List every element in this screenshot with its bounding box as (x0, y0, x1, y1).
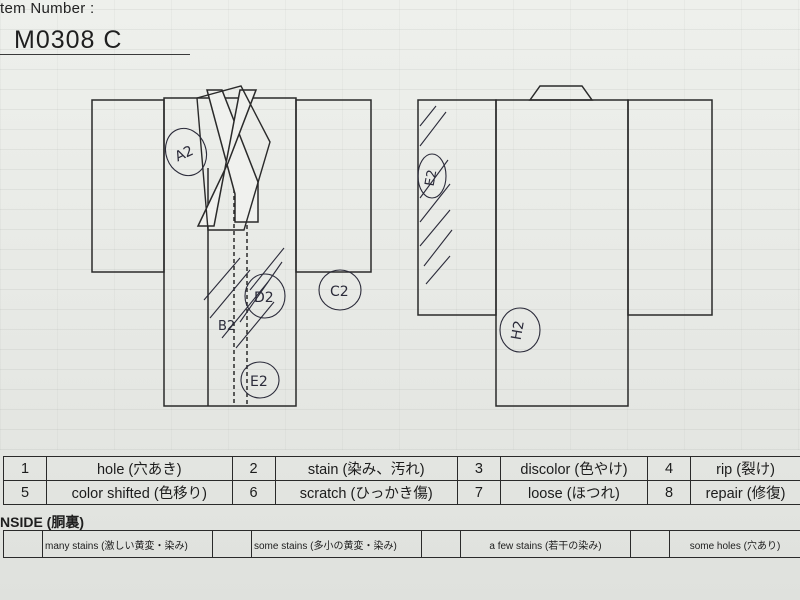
legend-num: 4 (647, 456, 692, 481)
legend-num: 6 (231, 480, 276, 505)
inside-lining-title: NSIDE (胴裏) (0, 514, 84, 530)
mark-h2: H2 (509, 319, 528, 341)
inside-row: many stains (激しい黄変・染み) some stains (多小の黄… (3, 530, 800, 558)
back-left-sleeve (417, 99, 497, 316)
legend-num: 8 (647, 480, 692, 505)
back-right-sleeve (627, 99, 713, 316)
front-right-sleeve (295, 99, 372, 273)
item-number-label: tem Number : (0, 0, 95, 17)
kimono-diagram: A2 D2 B2 C2 E2 E2 (91, 85, 713, 407)
mark-c2-circle (318, 269, 362, 311)
legend-num: 7 (456, 480, 501, 505)
legend-term: color shifted (色移り) (46, 480, 233, 505)
mark-a2-circle (164, 127, 208, 177)
mark-d2-circle (244, 273, 286, 319)
damage-legend-table: 1 hole (穴あき) 2 stain (染み、汚れ) 3 discolor … (3, 456, 800, 505)
mark-e2-circle (240, 361, 280, 399)
front-collar-band-2 (196, 89, 258, 227)
legend-num: 3 (456, 456, 501, 481)
item-number-underline (0, 54, 190, 55)
back-body (495, 99, 629, 407)
checkbox-cell[interactable] (421, 530, 461, 558)
grade-cell: some holes (穴あり) (669, 530, 800, 558)
legend-term: loose (ほつれ) (499, 480, 649, 505)
mark-a2: A2 (173, 143, 197, 165)
faded-background-table (0, 0, 800, 450)
mark-h2-circle (499, 307, 541, 353)
legend-term: repair (修復) (690, 480, 800, 505)
handwritten-marks: A2 D2 B2 C2 E2 E2 (164, 105, 541, 399)
mark-back-e2-circle (417, 153, 447, 199)
legend-term: scratch (ひっかき傷) (274, 480, 458, 505)
legend-term: stain (染み、汚れ) (274, 456, 458, 481)
mark-b2: B2 (218, 319, 235, 334)
front-left-sleeve (91, 99, 165, 273)
legend-term: discolor (色やけ) (499, 456, 649, 481)
kimono-back (417, 85, 713, 407)
checkbox-cell[interactable] (3, 530, 43, 558)
legend-num: 2 (231, 456, 276, 481)
checkbox-cell[interactable] (630, 530, 670, 558)
front-collar-band-1 (206, 89, 259, 223)
legend-term: hole (穴あき) (46, 456, 233, 481)
mark-back-e2: E2 (423, 169, 441, 188)
back-collar (528, 85, 594, 101)
back-hatch-strokes (419, 105, 453, 285)
legend-term: rip (裂け) (690, 456, 800, 481)
front-collar-outline (196, 85, 271, 231)
mark-d2: D2 (254, 290, 274, 306)
legend-num: 1 (3, 456, 47, 481)
legend-row: 1 hole (穴あき) 2 stain (染み、汚れ) 3 discolor … (3, 456, 800, 481)
kimono-front (91, 85, 372, 407)
legend-num: 5 (3, 480, 47, 505)
front-hatch-strokes (203, 247, 285, 349)
checkbox-cell[interactable] (212, 530, 252, 558)
inside-lining-table: many stains (激しい黄変・染み) some stains (多小の黄… (3, 530, 800, 558)
mark-e2: E2 (250, 374, 268, 390)
mark-c2: C2 (330, 284, 349, 300)
legend-row: 5 color shifted (色移り) 6 scratch (ひっかき傷) … (3, 480, 800, 505)
grade-cell: many stains (激しい黄変・染み) (42, 530, 213, 558)
grade-cell: some stains (多小の黄変・染み) (251, 530, 422, 558)
item-number-value: M0308 C (14, 26, 123, 54)
grade-cell: a few stains (若干の染み) (460, 530, 631, 558)
